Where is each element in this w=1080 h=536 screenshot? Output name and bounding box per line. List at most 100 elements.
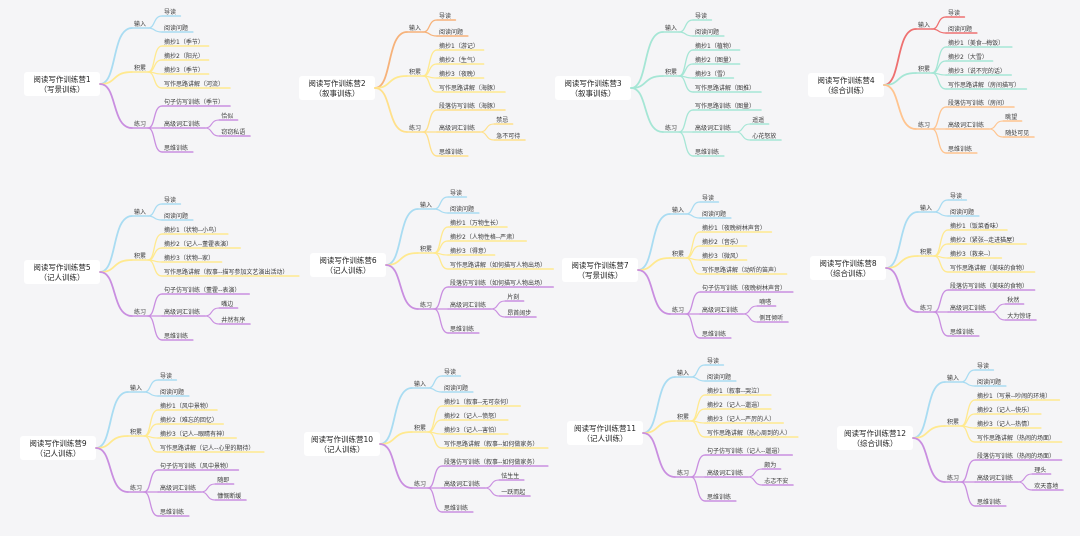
root-node[interactable] [310,253,386,277]
practice-item: 句子仿写训练（董霍--表演） [164,286,240,294]
branch-line [99,259,133,273]
branch-practice: 练习 [918,121,930,129]
practice-item: 句子仿写训练（夜晚树林声音） [702,284,786,292]
input-guide: 导读 [948,9,960,17]
root-node[interactable] [810,256,886,280]
branch-input: 输入 [920,204,932,212]
branch-accumulate: 积累 [677,413,689,421]
accumulate-item: 摘抄1（写景--吵闹的环境） [977,392,1051,400]
root-node[interactable] [299,76,375,100]
branch-line [422,131,438,157]
branch-line [143,435,159,453]
branch-line [642,376,676,434]
practice-item: 高级词汇训练 [164,308,200,316]
root-title: 阅读写作训练营1 [33,74,90,84]
branch-line [433,286,449,310]
branch-line [379,387,413,445]
accumulate-item: 摘抄1（季节） [164,38,204,46]
root-node[interactable] [20,436,96,460]
root-subtitle: （叙事训练） [571,88,616,98]
branch-line [99,71,133,85]
practice-item: 高级词汇训练 [444,480,480,488]
branch-line [147,27,163,33]
root-node[interactable] [555,76,631,100]
branch-line [147,315,163,341]
branch-line [988,120,1004,130]
branch-line [742,305,758,315]
branch-line [147,233,163,261]
branch-line [931,128,947,154]
branch-line [490,300,506,310]
branch-line [385,208,419,266]
branch-line [147,71,163,89]
root-subtitle: （叙事训练） [315,88,360,98]
accumulate-item: 摘抄2（难忘的回忆） [160,416,218,424]
branch-line [422,75,438,93]
root-title: 阅读写作训练营7 [571,260,628,270]
branch-line [433,308,449,334]
root-node[interactable] [304,432,380,456]
root-node[interactable] [562,258,638,282]
practice-item: 高级词汇训练 [702,306,738,314]
branch-line [912,425,946,439]
accumulate-item: 摘抄3（雪） [695,70,729,78]
input-guide: 导读 [702,194,714,202]
branch-line [885,211,919,269]
root-node[interactable] [808,73,884,97]
branch-line [690,394,706,422]
branch-line [379,443,413,489]
branch-line [379,431,413,445]
input-guide: 导读 [439,12,451,20]
practice-item: 思维训练 [160,508,184,516]
branch-line [147,105,163,129]
practice-item: 高级词汇训练 [450,301,486,309]
branch-accumulate: 积累 [918,65,930,73]
practice-item: 句子仿写训练（记人--邋遢） [707,447,783,455]
accumulate-item: 摘抄1（植物） [695,42,735,50]
branch-accumulate: 积累 [947,418,959,426]
branch-line [742,313,758,323]
branch-accumulate: 积累 [672,250,684,258]
root-subtitle: （写景训练） [40,84,85,94]
accumulate-item: 摘抄2（阳光） [164,52,204,60]
accumulate-item: 摘抄2（记人--董霍表演） [164,240,232,248]
mindmap-camp-4: 阅读写作训练营4（综合训练）输入积累练习导读阅读问题摘抄1（美食--梅饭）摘抄2… [808,9,1035,154]
branch-line [690,376,706,382]
branch-line [990,303,1006,313]
branch-line [685,213,701,219]
branch-line [95,435,129,449]
branch-line [147,45,163,73]
branch-line [95,447,129,493]
branch-line [690,364,706,378]
root-subtitle: （记人训练） [320,444,365,454]
branch-line [960,399,976,427]
root-title: 阅读写作训练营11 [574,423,636,433]
branch-line [690,420,706,438]
mindmap-camp-3: 阅读写作训练营3（叙事训练）输入积累练习导读阅读问题摘抄1（植物）摘抄2（图量）… [555,12,782,157]
root-subtitle: （记人训练） [583,433,628,443]
input-question: 阅读问题 [707,373,731,381]
root-node[interactable] [24,260,100,284]
branch-practice: 练习 [947,474,959,482]
accumulate-item: 摘抄3（微风） [702,252,742,260]
root-node[interactable] [24,72,100,96]
mindmap-camp-12: 阅读写作训练营12（综合训练）输入积累练习导读阅读问题摘抄1（写景--吵闹的环境… [837,362,1064,507]
practice-item: 高级词汇训练 [950,304,986,312]
branch-line [685,257,701,275]
branch-practice: 练习 [677,469,689,477]
branch-line [735,123,751,133]
branch-line [960,369,976,383]
branch-line [143,491,159,517]
root-node[interactable] [837,426,913,450]
branch-input: 输入 [134,20,146,28]
branch-line [422,109,438,133]
root-subtitle: （综合训练） [853,438,898,448]
branch-accumulate: 积累 [920,248,932,256]
branch-line [490,308,506,318]
practice-item: 段落仿写训练（如何描写人物出场） [450,279,546,287]
branch-line [484,479,500,489]
input-guide: 导读 [977,362,989,370]
branch-line [484,487,500,497]
root-node[interactable] [567,421,643,445]
practice-item: 思维训练 [695,148,719,156]
